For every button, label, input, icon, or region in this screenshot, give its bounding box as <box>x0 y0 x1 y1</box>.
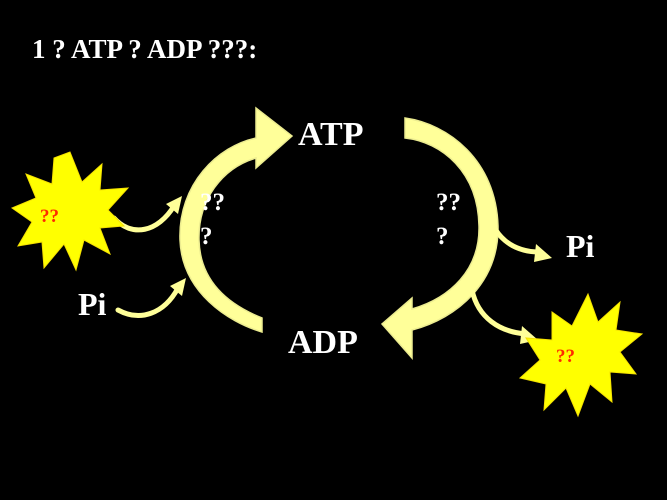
energy-output-burst-icon <box>518 292 644 418</box>
left-enzyme-line-1: ?? <box>200 189 225 216</box>
adp-label: ADP <box>288 324 358 361</box>
phosphate-output-label: Pi <box>566 228 595 264</box>
energy-input-burst-icon <box>10 151 130 272</box>
phosphate-input-arrow <box>115 285 181 318</box>
left-enzyme-label: ?? ? <box>200 186 225 254</box>
right-enzyme-line-2: ? <box>436 223 449 250</box>
phosphate-input-arrowhead <box>170 278 186 296</box>
energy-input-arrowhead <box>166 196 182 214</box>
energy-input-label: ?? <box>40 206 59 227</box>
left-cycle-arrow <box>179 106 294 334</box>
phosphate-output-arrowhead <box>534 244 552 262</box>
energy-output-label: ?? <box>556 346 575 367</box>
energy-output-arrow <box>469 287 529 337</box>
phosphate-output-arrow <box>485 205 543 255</box>
phosphate-input-label: Pi <box>78 286 107 322</box>
right-cycle-arrow <box>380 117 499 360</box>
left-enzyme-line-2: ? <box>200 223 213 250</box>
right-enzyme-label: ?? ? <box>436 186 461 254</box>
right-enzyme-line-1: ?? <box>436 189 461 216</box>
slide-heading: 1 ? ATP ? ADP ???: <box>32 34 258 64</box>
atp-label: ATP <box>298 116 364 153</box>
